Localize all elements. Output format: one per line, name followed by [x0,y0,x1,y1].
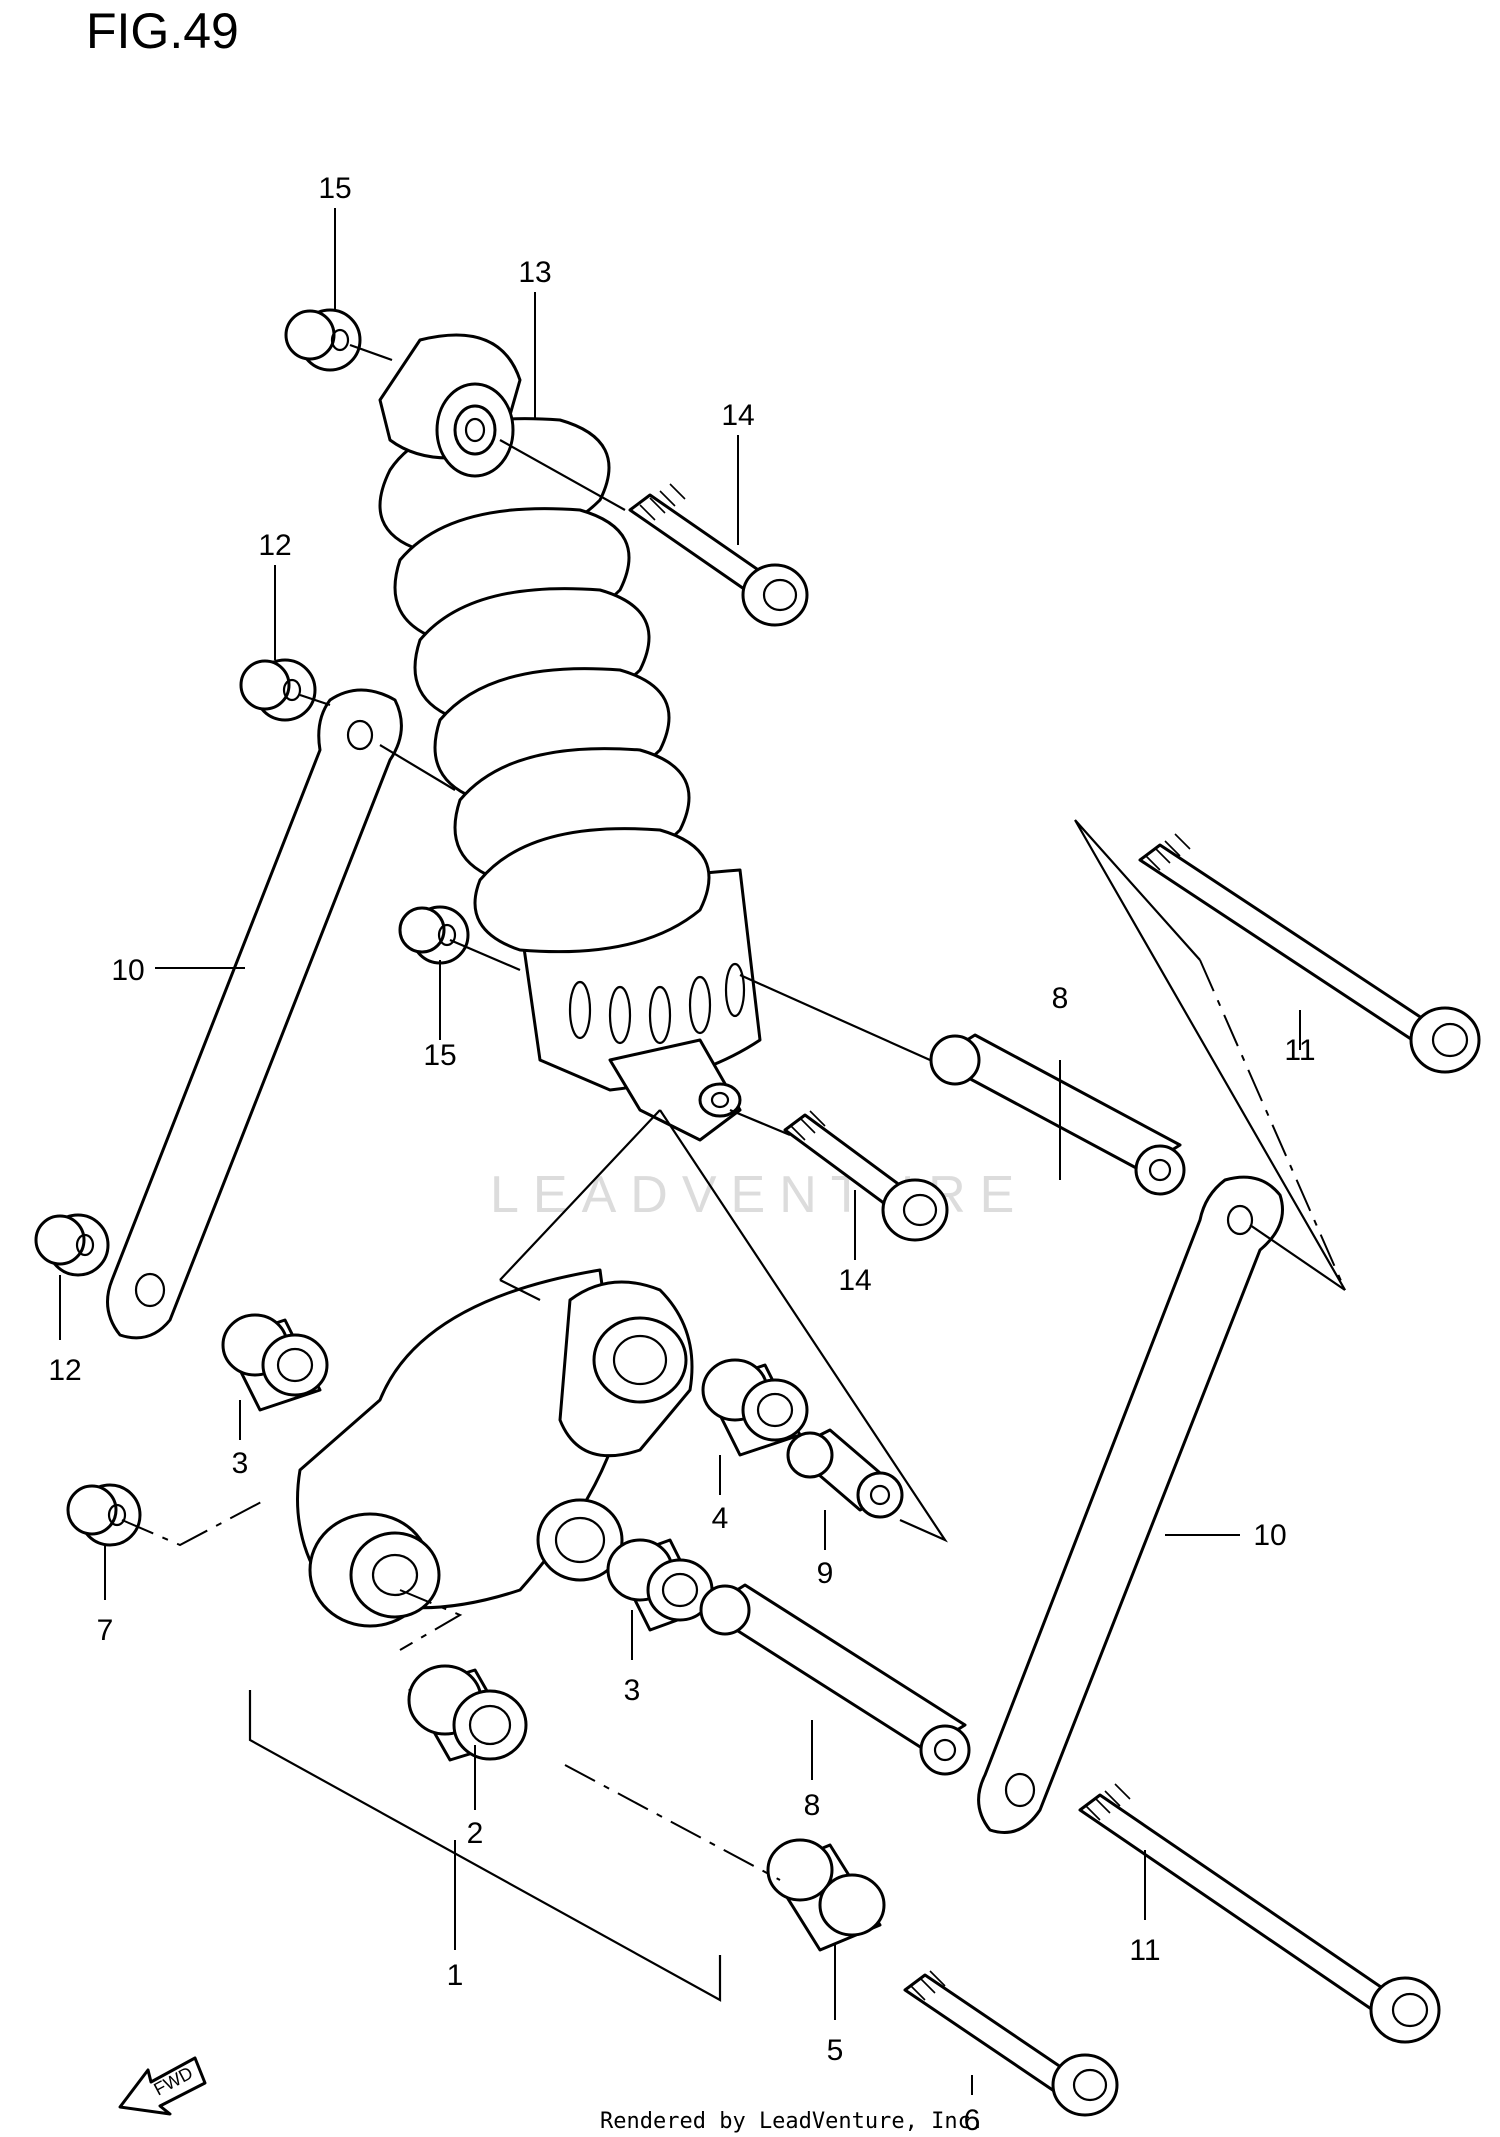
callout-14: 14 [721,399,754,432]
callout-13: 13 [518,256,551,289]
spacer-9 [786,1428,904,1519]
alignment-lines [121,343,1346,2002]
nut-12-lower [34,1213,110,1277]
callout-4: 4 [712,1502,729,1535]
callout-11: 11 [1284,1034,1315,1067]
shock-absorber [378,333,762,1142]
bolt-14-upper [628,483,809,627]
cushion-rod-right [977,1175,1284,1834]
nut-15-upper [284,308,362,372]
cushion-lever [296,1268,694,1628]
leader-lines [59,208,1301,2095]
nut-7 [66,1483,142,1547]
spacer-8-lower [699,1583,971,1776]
callout-1: 1 [447,1959,464,1992]
spacer-8-upper [929,1033,1186,1196]
callout-5: 5 [827,2034,844,2067]
callout-14: 14 [838,1264,871,1297]
cushion-rod-left [106,688,403,1340]
callout-15: 15 [318,172,351,205]
bolt-11-upper [1138,833,1481,1074]
figure-title: FIG.49 [86,3,239,59]
footer-credit: Rendered by LeadVenture, Inc. [600,2109,984,2134]
callout-10: 10 [111,954,144,987]
callout-11: 11 [1129,1934,1160,1967]
callout-7: 7 [97,1614,114,1647]
callout-12: 12 [258,529,291,562]
callout-15: 15 [423,1039,456,1072]
nut-15-lower [398,905,470,965]
callout-3: 3 [624,1674,641,1707]
bolt-14-lower [783,1110,949,1242]
collar-5 [766,1838,886,1952]
callout-9: 9 [817,1557,834,1590]
bearing-4 [701,1358,809,1457]
bolt-11-lower [1078,1783,1441,2044]
bolt-6 [903,1970,1119,2117]
callout-12: 12 [48,1354,81,1387]
callout-2: 2 [467,1817,484,1850]
collar-3-upper [221,1313,329,1412]
callout-8: 8 [1052,982,1069,1015]
callout-6: 6 [964,2104,981,2137]
callout-10: 10 [1253,1519,1286,1552]
callout-3: 3 [232,1447,249,1480]
fwd-arrow-icon: FWD [118,2056,207,2116]
callout-8: 8 [804,1789,821,1822]
collar-3-lower [606,1538,714,1632]
nut-12-upper [239,658,317,722]
bearing-2 [407,1664,528,1762]
callout-numbers: 15 13 14 12 10 15 8 11 14 12 3 4 9 10 7 … [48,172,1315,2137]
